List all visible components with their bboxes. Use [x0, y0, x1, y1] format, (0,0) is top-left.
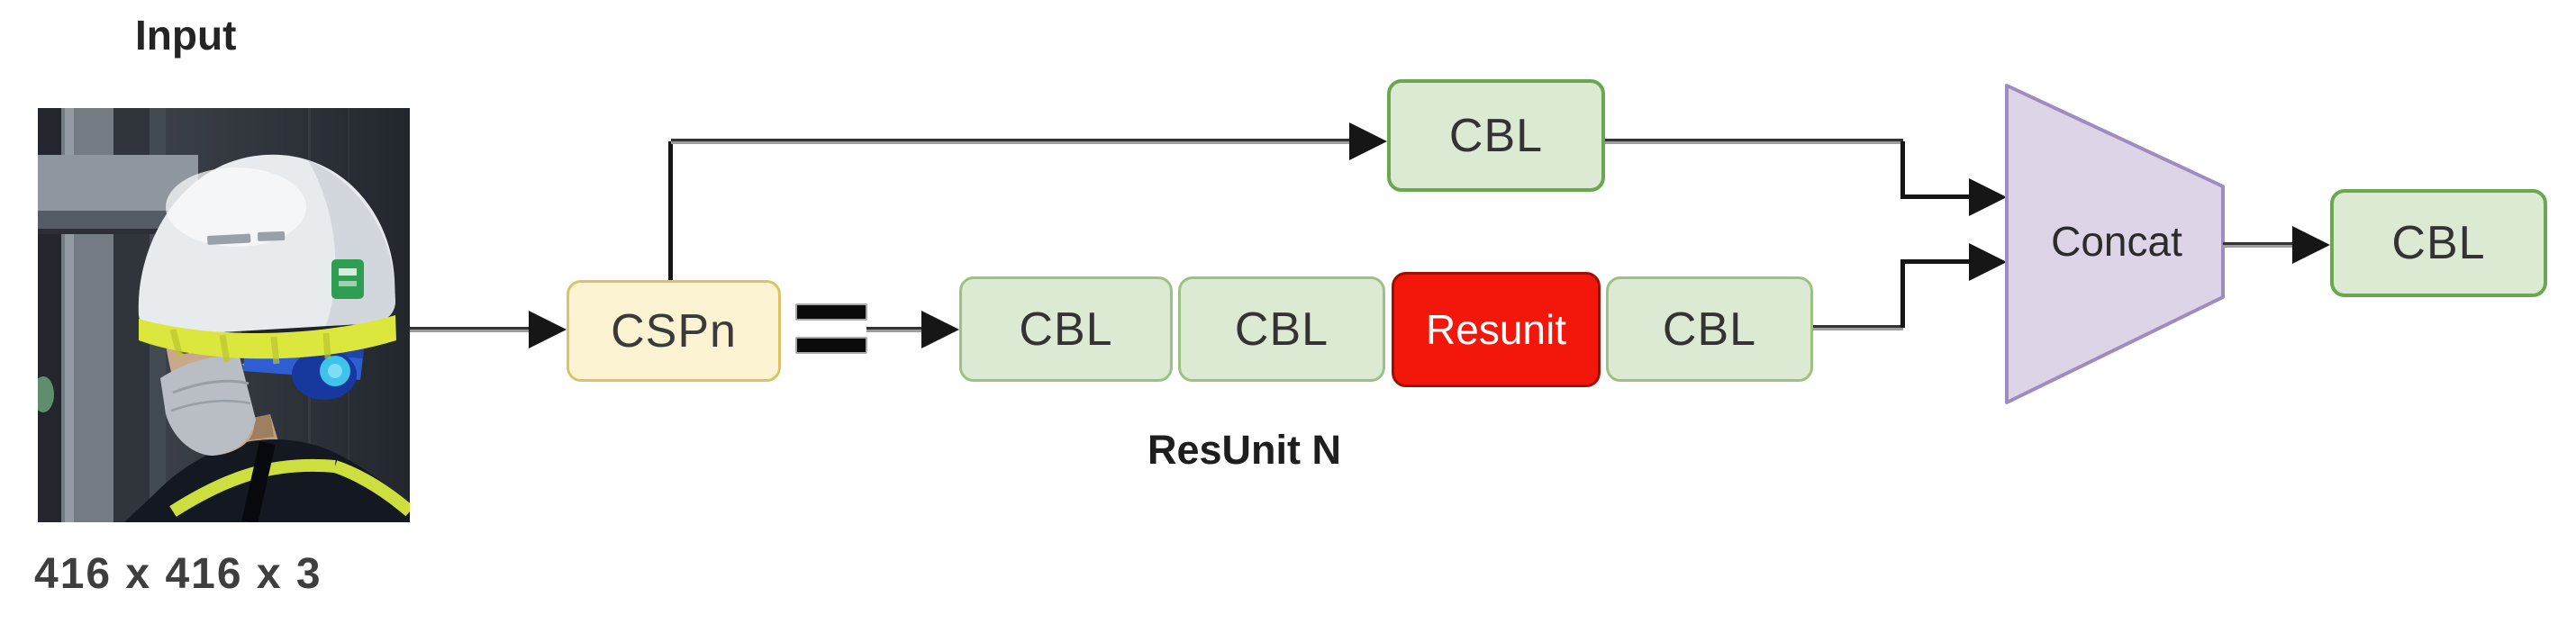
helmet-hivis-band — [139, 315, 396, 359]
node-cbl-output-label: CBL — [2391, 217, 2486, 269]
arrowhead-into-concat-bottom — [1969, 243, 2007, 281]
hivis-stripe — [169, 458, 336, 517]
node-concat — [2005, 84, 2225, 404]
node-cbl-top-label: CBL — [1448, 109, 1544, 162]
elbow-bottom-horizontal — [1900, 259, 1973, 264]
helmet-text-mark — [207, 233, 251, 245]
node-cbl-2: CBL — [1178, 276, 1385, 382]
connector-topcbl-out — [1605, 139, 1903, 144]
equals-symbol-text: = — [0, 0, 1, 1]
connector-equals-cbl1 — [866, 327, 928, 332]
arrowhead-into-top-cbl — [1349, 122, 1387, 160]
node-cbl-3-label: CBL — [1662, 303, 1757, 356]
node-cspn-label: CSPn — [611, 304, 737, 357]
node-cbl-3: CBL — [1606, 276, 1813, 382]
connector-concat-out — [2223, 242, 2296, 248]
arrowhead-into-output-cbl — [2292, 226, 2330, 264]
arrowhead-into-cbl1 — [921, 311, 959, 348]
branch-line-horizontal — [671, 139, 1353, 144]
concat-trapezoid — [2005, 84, 2225, 404]
node-cbl-top: CBL — [1387, 79, 1605, 192]
arrowhead-into-cspn — [529, 311, 567, 348]
node-cbl-2-label: CBL — [1234, 303, 1329, 356]
resunit-group-label: ResUnit N — [1147, 427, 1342, 473]
elbow-top-vertical — [1900, 141, 1905, 197]
connector-row-out — [1813, 325, 1903, 330]
helmet-logo-patch — [331, 259, 364, 299]
elbow-top-horizontal — [1900, 194, 1973, 199]
elbow-bottom-vertical — [1900, 262, 1905, 328]
shoulder-strap — [241, 441, 276, 522]
node-cbl-1: CBL — [959, 276, 1173, 382]
node-resunit-label: Resunit — [1426, 306, 1566, 353]
input-photo — [38, 108, 410, 522]
node-resunit: Resunit — [1392, 272, 1601, 387]
equals-bar-top — [795, 303, 867, 321]
branch-line-vertical — [668, 141, 673, 280]
input-label: Input — [135, 12, 237, 59]
connector-photo-cspn — [410, 327, 536, 332]
input-dimensions-label: 416 x 416 x 3 — [34, 550, 322, 598]
node-cspn: CSPn — [567, 280, 781, 382]
node-cbl-1-label: CBL — [1019, 303, 1113, 356]
arrowhead-into-concat-top — [1969, 178, 2007, 216]
node-concat-label: Concat — [2051, 218, 2182, 265]
equals-bar-bottom — [795, 337, 867, 354]
node-cbl-output: CBL — [2330, 189, 2547, 297]
